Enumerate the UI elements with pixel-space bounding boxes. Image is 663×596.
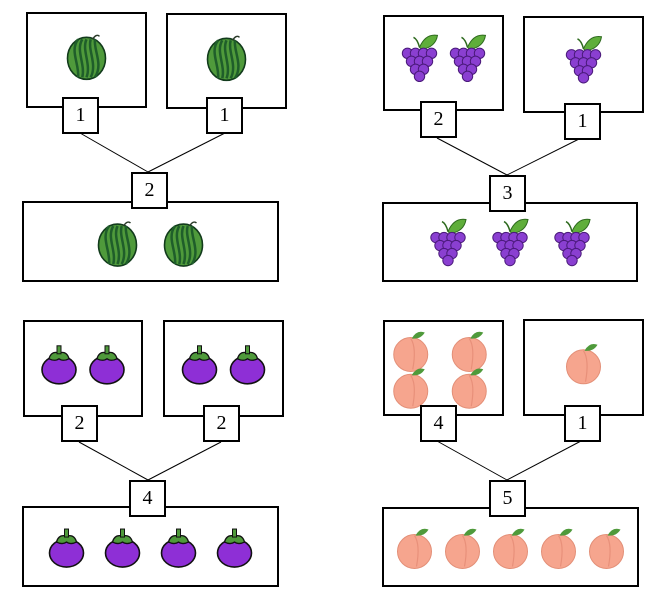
peach-icon	[451, 368, 487, 409]
left-part-number: 2	[61, 405, 98, 442]
connector-line	[147, 132, 226, 173]
peach-icon	[541, 528, 576, 570]
watermelon-icon	[66, 34, 107, 81]
left-part-box	[383, 15, 504, 111]
fruit-icons	[393, 331, 487, 409]
total-box	[382, 202, 638, 282]
peach-icon	[393, 368, 429, 409]
peach-icon	[451, 331, 487, 372]
fruit-icons	[566, 344, 601, 385]
grapes-icon	[492, 218, 529, 267]
fruit-icons	[48, 528, 253, 568]
total-number: 3	[489, 175, 526, 212]
left-part-box	[383, 320, 504, 416]
fruit-icons	[401, 34, 487, 83]
right-part-box	[523, 319, 644, 416]
grapes-icon	[430, 218, 467, 267]
connector-line	[78, 441, 149, 481]
left-part-number: 1	[62, 97, 99, 134]
peach-icon	[493, 528, 528, 570]
total-number: 2	[131, 172, 168, 209]
total-number: 5	[489, 480, 526, 517]
peach-icon	[589, 528, 624, 570]
watermelon-icon	[97, 221, 138, 267]
total-number: 4	[129, 480, 166, 517]
mangosteen-icon	[41, 345, 77, 385]
right-part-box	[163, 320, 284, 417]
mangosteen-icon	[48, 528, 85, 568]
connector-line	[436, 440, 508, 481]
grapes-icon	[449, 34, 487, 83]
fruit-icons	[181, 345, 266, 385]
peach-icon	[566, 344, 601, 385]
fruit-icons	[41, 345, 125, 385]
fruit-icons	[565, 36, 603, 84]
peach-icon	[393, 331, 429, 372]
grapes-icon	[554, 218, 591, 267]
right-part-number: 1	[564, 405, 601, 442]
connector-line	[79, 132, 149, 173]
left-part-number: 2	[420, 101, 457, 138]
connector-line	[506, 440, 582, 481]
right-part-box	[166, 13, 287, 109]
fruit-icons	[397, 528, 624, 570]
mangosteen-icon	[229, 345, 266, 385]
connector-line	[436, 137, 508, 176]
mangosteen-icon	[216, 528, 253, 568]
connector-line	[147, 441, 222, 481]
fruit-icons	[430, 218, 591, 267]
peach-icon	[445, 528, 480, 570]
total-box	[22, 506, 279, 587]
mangosteen-icon	[104, 528, 141, 568]
right-part-number: 2	[203, 405, 240, 442]
fruit-icons	[206, 35, 247, 82]
connector-line	[506, 137, 582, 176]
right-part-number: 1	[564, 103, 601, 140]
total-box	[382, 507, 639, 587]
mangosteen-icon	[89, 345, 125, 385]
fruit-icons	[66, 34, 107, 81]
left-part-number: 4	[420, 405, 457, 442]
mangosteen-icon	[160, 528, 197, 568]
grapes-icon	[565, 36, 603, 84]
fruit-icons	[97, 221, 204, 267]
left-part-box	[26, 12, 147, 108]
total-box	[22, 201, 279, 282]
watermelon-icon	[163, 221, 204, 267]
peach-icon	[397, 528, 432, 570]
watermelon-icon	[206, 35, 247, 82]
grapes-icon	[401, 34, 439, 83]
right-part-box	[523, 16, 644, 113]
right-part-number: 1	[206, 97, 243, 134]
left-part-box	[23, 320, 143, 417]
mangosteen-icon	[181, 345, 218, 385]
